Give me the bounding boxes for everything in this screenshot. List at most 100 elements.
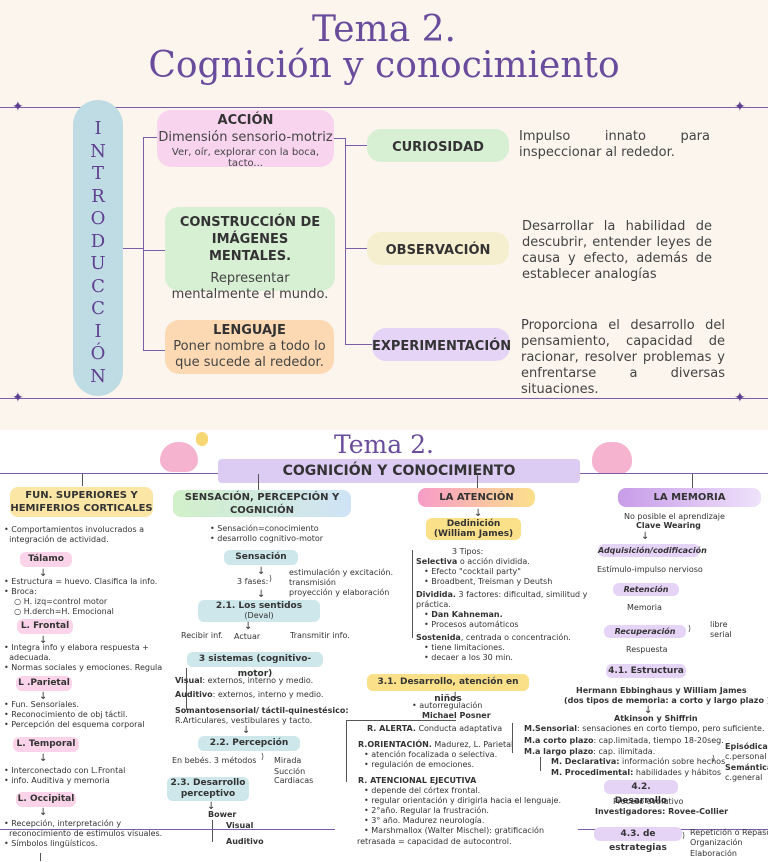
- c-personal: c.personal: [725, 752, 767, 761]
- accion-box: ACCIÓN Dimensión sensorio-motriz Ver, oí…: [157, 110, 334, 169]
- observacion-desc: Desarrollar la habilidad de descubrir, e…: [522, 219, 712, 282]
- clive-label: Clave Wearing: [636, 521, 701, 530]
- alerta-label: R. ALERTA. Conducta adaptativa: [367, 724, 503, 733]
- sistema-visual: Visual: externos, interno y medio.: [175, 676, 314, 685]
- bower-visual: Visual: [226, 821, 254, 830]
- occipital-list: • Recepción, interpretación y reconocimi…: [4, 819, 163, 848]
- temporal-tag: L. Temporal: [13, 737, 79, 752]
- accion-subtitle: Dimensión sensorio-motriz: [158, 130, 333, 145]
- respuesta-label: Respuesta: [626, 645, 668, 654]
- bower-auditivo: Auditivo: [226, 837, 264, 846]
- intro-letter: C: [91, 298, 105, 319]
- fase-3: proyección y elaboración: [289, 588, 390, 597]
- ejecutiva-label: R. ATENCIONAL EJECUTIVA: [358, 776, 477, 785]
- lenguaje-text: Poner nombre a todo lo que sucede al red…: [173, 339, 326, 370]
- curiosidad-label: CURIOSIDAD: [392, 140, 484, 155]
- accion-title: ACCIÓN: [217, 113, 274, 128]
- intro-letter: N: [90, 140, 106, 162]
- m-corto: M.a corto plazo: cap.limitada, tiempo 18…: [524, 736, 724, 745]
- episodica-label: Episódica:: [725, 742, 768, 751]
- intro-letter: U: [90, 253, 106, 274]
- intro-letter: Ó: [90, 343, 106, 364]
- tipos-label: 3 Tipos:: [452, 547, 484, 556]
- sistema-somato: Somantosensorial/ táctil-quinestésico:: [175, 706, 349, 715]
- no-posible-label: No posible el aprendizaje: [624, 512, 725, 521]
- selectiva-list: • Efecto "cocktail party" • Broadbent, T…: [424, 567, 553, 586]
- col1-intro: • Comportamientos involucrados a integra…: [4, 525, 144, 544]
- intro-letter: T: [91, 163, 104, 184]
- construccion-title: CONSTRUCCIÓN DE IMÁGENES MENTALES.: [179, 215, 321, 264]
- sparkle-icon: ✦: [734, 99, 746, 115]
- posner-label: Michael Posner: [422, 711, 491, 720]
- retencion-tag: Retención: [613, 583, 679, 596]
- col3-header: LA ATENCIÓN: [418, 488, 535, 507]
- intro-letter: I: [94, 118, 102, 139]
- desarrollo-perceptivo-tag: 2.3. Desarrollo perceptivo: [167, 777, 249, 801]
- metodo-succion: Succión: [274, 767, 306, 776]
- parietal-list: • Fun. Sensoriales. • Reconocimiento de …: [4, 700, 145, 729]
- col2-header: SENSACIÓN, PERCEPCIÓN Y COGNICIÓN: [173, 490, 351, 517]
- estrategia-1: Repetición o Repaso: [690, 828, 768, 837]
- orientacion-label: R.ORIENTACIÓN. Madurez, L. Parietal: [358, 740, 514, 749]
- desarrollo-memoria-tag: 4.2. Desarrollo: [604, 780, 678, 806]
- curiosidad-pill: CURIOSIDAD: [367, 129, 509, 162]
- adquisicion-tag: Adquisición/codificación: [598, 544, 707, 557]
- lenguaje-title: LENGUAJE: [213, 323, 286, 338]
- recuperacion-tag: Recuperación: [604, 625, 686, 638]
- occipital-tag: L. Occipital: [16, 792, 76, 807]
- page-title-line2: Cognición y conocimiento: [148, 45, 620, 86]
- concept-map-banner: COGNICIÓN Y CONOCIMIENTO: [218, 459, 580, 483]
- parietal-tag: L .Parietal: [16, 676, 72, 691]
- sparkle-icon: ✦: [734, 390, 746, 406]
- dividida-list: • Dan Kahneman. • Procesos automáticos: [424, 610, 519, 629]
- intro-letter: R: [91, 185, 105, 207]
- frontal-list: • Integra info y elabora respuesta + ade…: [4, 643, 163, 672]
- experimentacion-pill: EXPERIMENTACIÓN: [372, 328, 511, 361]
- intro-letter: O: [90, 208, 106, 229]
- bebes-label: En bebés. 3 métodos: [172, 756, 257, 765]
- lenguaje-box: LENGUAJE Poner nombre a todo lo que suce…: [165, 320, 334, 374]
- col1-header: FUN. SUPERIORES Y HEMIFERIOS CORTICALES: [10, 487, 153, 517]
- orientacion-list: • atención focalizada o selectiva. • reg…: [364, 750, 498, 769]
- dos-tipos-label: (dos tipos de memoria: a corto y largo p…: [564, 696, 768, 705]
- sentidos-tag: 2.1. Los sentidos (Deval): [198, 600, 320, 622]
- sparkle-icon: ✦: [12, 390, 24, 406]
- concept-map-title: Tema 2.: [334, 430, 434, 459]
- ejecutiva-list: • depende del córtex frontal. • regular …: [364, 786, 561, 835]
- estrategia-2: Organización: [690, 838, 743, 847]
- sostenida-list: • tiene limitaciones. • decaer a los 30 …: [424, 643, 513, 662]
- observacion-label: OBSERVACIÓN: [385, 243, 491, 258]
- observacion-pill: OBSERVACIÓN: [367, 232, 509, 265]
- construccion-box: CONSTRUCCIÓN DE IMÁGENES MENTALES. Repre…: [165, 207, 335, 302]
- desarrollo-atencion-tag: 3.1. Desarrollo, atención en niños: [367, 674, 529, 704]
- percepcion-tag: 2.2. Percepción: [198, 736, 300, 751]
- estructura-tag: 4.1. Estructura: [606, 664, 686, 678]
- m-procedimental: M. Procedimental: habilidades y hábitos: [551, 768, 722, 777]
- sistema-somato-text: R.Articulares, vestibulares y tacto.: [175, 716, 313, 725]
- recibir-label: Recibir inf.: [181, 631, 223, 640]
- libre-label: libre: [710, 620, 728, 629]
- frontal-tag: L. Frontal: [17, 619, 73, 634]
- c-general: c.general: [725, 773, 763, 782]
- intro-letter: D: [90, 230, 106, 252]
- metodo-mirada: Mirada: [274, 756, 302, 765]
- definicion-tag: Dedinición (William James): [426, 518, 521, 540]
- concept-map-page: Tema 2. COGNICIÓN Y CONOCIMIENTO FUN. SU…: [0, 430, 768, 862]
- intro-letter: N: [90, 365, 106, 387]
- dividida-label: Dividida. 3 factores: dificultad, simili…: [416, 590, 588, 599]
- selectiva-label: Selectiva o acción dividida.: [416, 557, 530, 566]
- sistemas-tag: 3 sistemas (cognitivo-motor): [187, 652, 323, 679]
- talamo-list: • Estructura = huevo. Clasifica la info.…: [4, 577, 158, 616]
- metodo-cardiacas: Cardiacas: [274, 776, 314, 785]
- sostenida-label: Sostenida, centrada o concentración.: [416, 633, 571, 642]
- estimulo-label: Estímulo-impulso nervioso: [597, 565, 703, 574]
- estrategias-tag: 4.3. de estrategias: [594, 827, 682, 853]
- transmitir-label: Transmitir info.: [290, 631, 350, 640]
- intro-page: Tema 2. Cognición y conocimiento ✦ ✦ ✦ ✦…: [0, 0, 768, 430]
- temporal-list: • Interconectado con L.Frontal • info. A…: [4, 766, 126, 785]
- m-sensorial: M.Sensorial: sensaciones en corto tiempo…: [524, 724, 765, 733]
- memoria-label: Memoria: [627, 603, 662, 612]
- page-title-line1: Tema 2.: [312, 9, 456, 50]
